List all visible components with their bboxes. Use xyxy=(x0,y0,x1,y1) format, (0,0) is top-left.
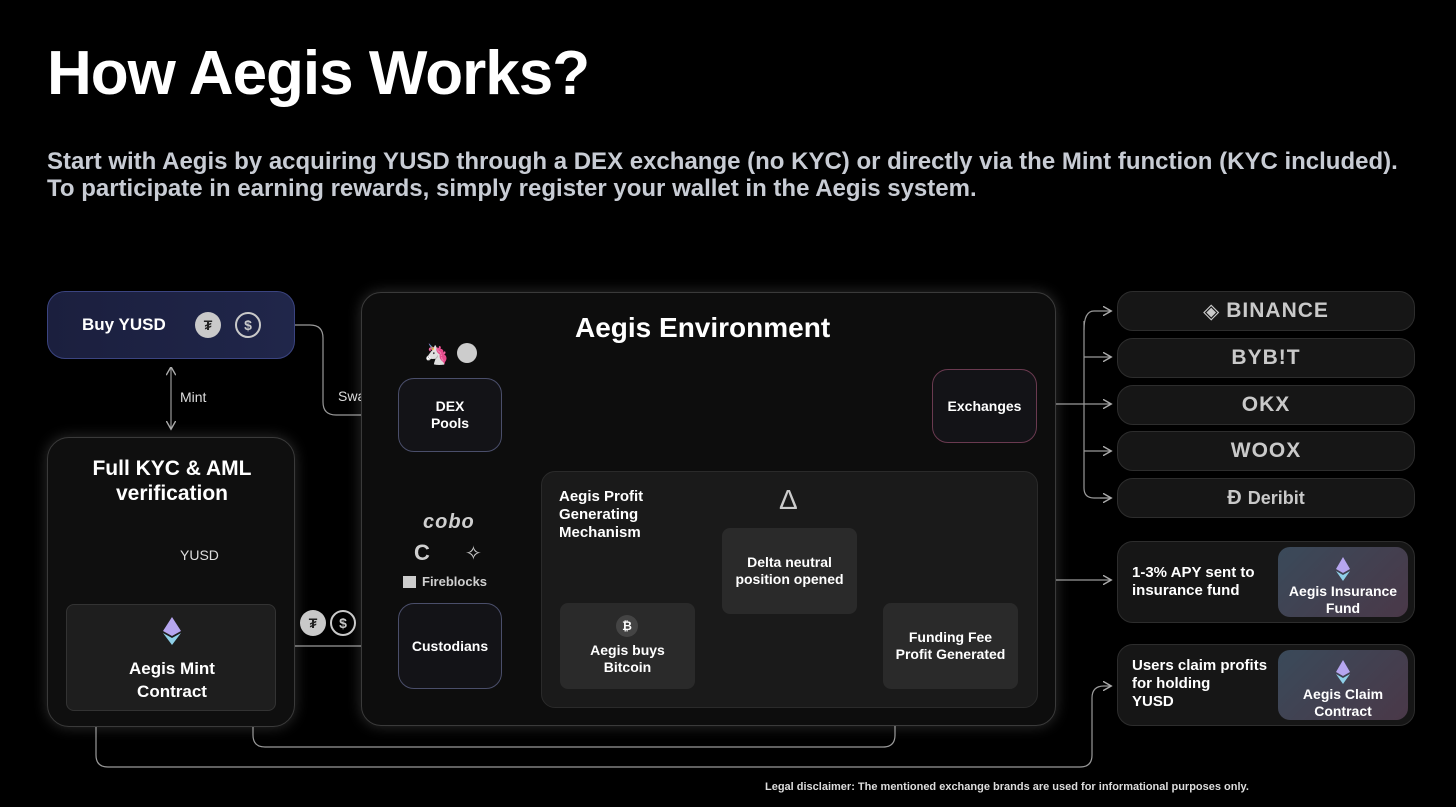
mint-contract-label: Aegis Mint Contract xyxy=(129,659,215,701)
page-subtitle: Start with Aegis by acquiring YUSD throu… xyxy=(47,148,1398,202)
environment-title: Aegis Environment xyxy=(575,312,831,343)
legal-disclaimer: Legal disclaimer: The mentioned exchange… xyxy=(765,781,1249,793)
funding-mint-loop xyxy=(253,682,896,748)
okx-pill[interactable]: OKX xyxy=(1117,385,1415,425)
uniswap-icon: 🦄 xyxy=(424,344,449,366)
ethereum-icon xyxy=(163,617,181,645)
page-title: How Aegis Works? xyxy=(47,39,590,108)
kyc-title: Full KYC & AML verification xyxy=(92,457,252,505)
binance-icon: ◈ xyxy=(1203,299,1221,323)
usdc-icon: $ xyxy=(235,312,261,338)
pancakeswap-icon xyxy=(457,343,477,363)
brand-bus xyxy=(1083,321,1110,499)
usdc-icon: $ xyxy=(330,610,356,636)
ethereum-icon xyxy=(1336,660,1350,684)
cobo-logo: cobo xyxy=(423,511,475,533)
fireblocks-icon xyxy=(403,576,416,588)
woox-pill[interactable]: WOOX xyxy=(1117,431,1415,471)
buy-yusd-box[interactable]: Buy YUSD ₮ $ xyxy=(47,291,295,359)
binance-pill[interactable]: ◈BINANCE xyxy=(1117,291,1415,331)
bitcoin-icon: ₿ xyxy=(616,615,638,637)
ethereum-icon xyxy=(1336,557,1350,581)
ceffu-icon: C xyxy=(414,540,430,565)
exchanges-node[interactable]: Exchanges xyxy=(932,369,1037,443)
aegis-mint-contract[interactable]: Aegis Mint Contract xyxy=(66,604,276,711)
custodians-node[interactable]: Custodians xyxy=(398,603,502,689)
tether-icon: ₮ xyxy=(300,610,326,636)
mint-claim-loop xyxy=(95,686,1110,768)
mint-label: Mint xyxy=(180,389,207,405)
profit-mechanism-title: Aegis Profit Generating Mechanism xyxy=(559,488,644,541)
copper-icon: ✧ xyxy=(465,543,482,565)
fireblocks-logo: Fireblocks xyxy=(422,574,488,589)
swap-link xyxy=(283,324,390,415)
yusd-label: YUSD xyxy=(180,547,219,563)
bybit-pill[interactable]: BYB!T xyxy=(1117,338,1415,378)
buy-yusd-label: Buy YUSD xyxy=(82,315,166,334)
delta-icon: Δ xyxy=(779,484,798,515)
tether-icon: ₮ xyxy=(195,312,221,338)
deribit-icon: Ð xyxy=(1227,486,1242,509)
